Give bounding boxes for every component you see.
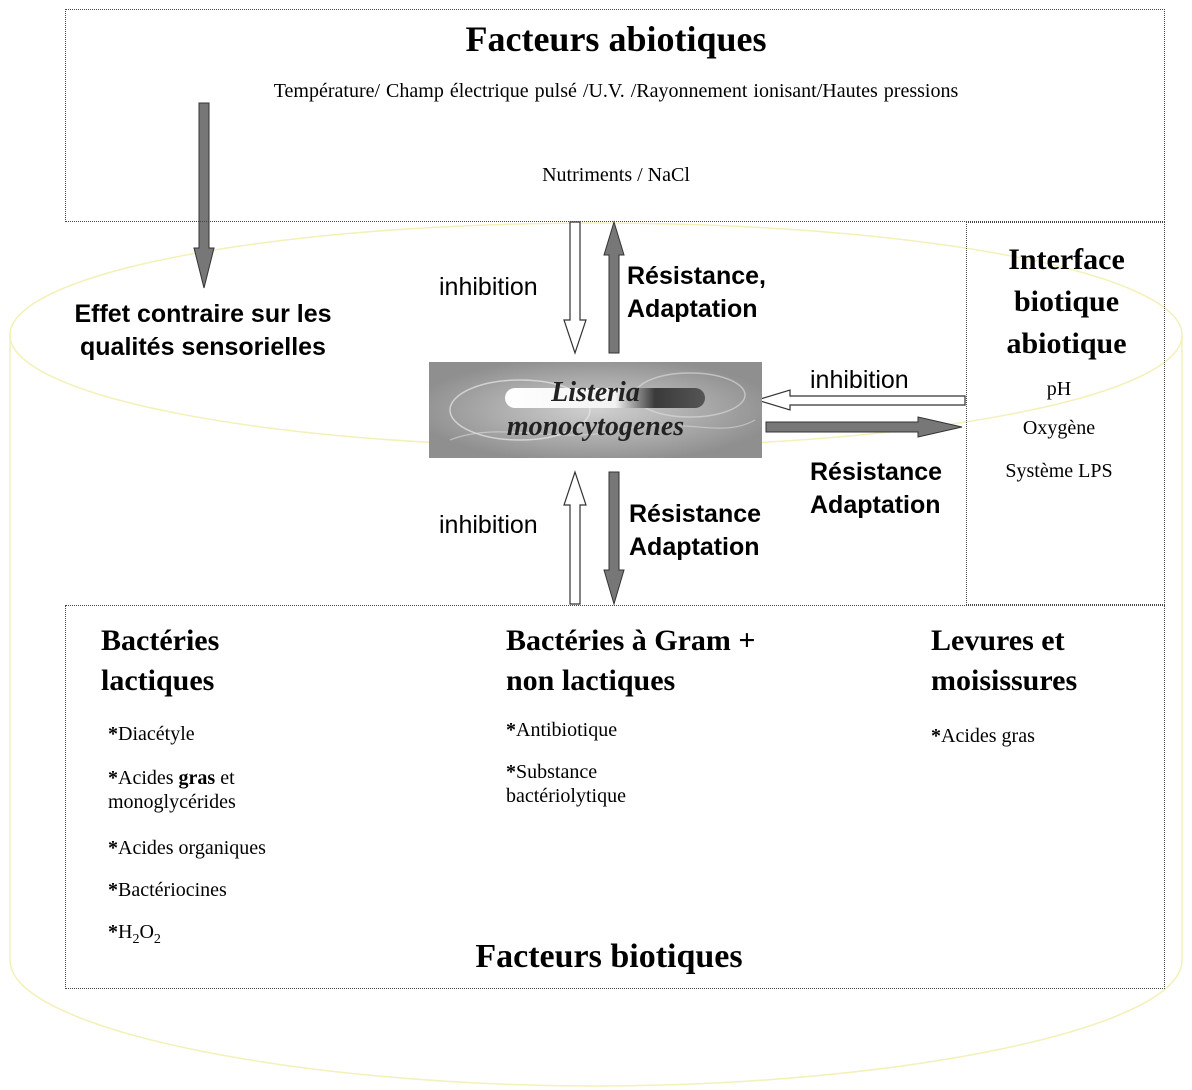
biotic-factors-box: Bactéries lactiques *Diacétyle *Acides g… xyxy=(65,605,1165,989)
listeria-genus: Listeria xyxy=(551,377,640,408)
yeast-item-fatty-acids: *Acides gras xyxy=(931,724,1035,748)
lactic-item-h2o2: *H2O2 xyxy=(108,920,161,952)
top-resistance-arrow xyxy=(603,220,625,354)
bullet-star: * xyxy=(108,767,118,789)
right-resistance-line-1: Résistance xyxy=(810,458,943,486)
interface-title: Interface biotique abiotique xyxy=(967,239,1166,365)
biotic-title: Facteurs biotiques xyxy=(475,938,743,975)
lactic-bacteria-title: Bactéries lactiques xyxy=(101,621,219,701)
interface-title-line-3: abiotique xyxy=(1006,327,1127,360)
interface-title-line-2: biotique xyxy=(1013,285,1120,318)
interface-title-line-1: Interface xyxy=(1008,243,1125,276)
item-text: Antibiotique xyxy=(516,719,618,741)
item-text: Acides gras xyxy=(941,725,1035,747)
bullet-star: * xyxy=(108,837,118,859)
top-resistance-label: Résistance, Adaptation xyxy=(627,260,766,326)
interface-item-oxygen: Oxygène xyxy=(1022,417,1096,439)
abiotic-factors-box: Facteurs abiotiques Température/ Champ é… xyxy=(65,9,1165,222)
item-text: Bactériocines xyxy=(118,879,227,901)
listeria-label: Listeria monocytogenes xyxy=(429,376,762,444)
listeria-species: monocytogenes xyxy=(506,411,685,442)
item-text: monoglycérides xyxy=(108,791,236,813)
item-text: bactériolytique xyxy=(506,785,626,807)
item-text: Diacétyle xyxy=(118,723,195,745)
bottom-resistance-label: Résistance Adaptation xyxy=(629,498,761,564)
abiotic-factors-line: Température/ Champ électrique pulsé /U.V… xyxy=(273,80,959,102)
gram-item-bacteriolytic: *Substance bactériolytique xyxy=(506,760,626,808)
bullet-star: * xyxy=(108,879,118,901)
yeast-title-line-2: moisissures xyxy=(931,664,1078,697)
bottom-inhibition-arrow xyxy=(563,470,587,605)
item-text: et xyxy=(215,767,235,789)
bullet-star: * xyxy=(108,723,118,745)
top-inhibition-label: inhibition xyxy=(439,273,538,301)
right-resistance-arrow xyxy=(765,416,963,438)
gram-title-line-2: non lactiques xyxy=(506,664,676,697)
right-resistance-label: Résistance Adaptation xyxy=(810,456,942,522)
bottom-resistance-arrow xyxy=(603,471,625,606)
gram-bacteria-title: Bactéries à Gram + non lactiques xyxy=(506,621,756,701)
bullet-star: * xyxy=(506,761,516,783)
nutrients-label: Nutriments / NaCl xyxy=(542,164,690,186)
yeast-title-line-1: Levures et xyxy=(931,624,1065,657)
side-effect-line-1: Effet contraire sur les xyxy=(74,300,332,328)
interface-item-lps: Système LPS xyxy=(1005,460,1113,482)
interface-item-ph: pH xyxy=(1046,378,1072,400)
subscript: 2 xyxy=(132,932,140,947)
gram-item-antibiotic: *Antibiotique xyxy=(506,718,617,742)
bullet-star: * xyxy=(931,725,941,747)
item-text: Acides organiques xyxy=(118,837,266,859)
lactic-title-line-1: Bactéries xyxy=(101,624,220,657)
top-inhibition-arrow xyxy=(563,221,587,355)
side-effect-label: Effet contraire sur les qualités sensori… xyxy=(38,298,368,364)
lactic-item-diacetyl: *Diacétyle xyxy=(108,722,195,746)
abiotic-effect-arrow xyxy=(193,102,215,289)
lactic-title-line-2: lactiques xyxy=(101,664,215,697)
item-text: O xyxy=(139,921,154,943)
bullet-star: * xyxy=(108,921,118,943)
listeria-image xyxy=(429,362,762,458)
abiotic-title: Facteurs abiotiques xyxy=(465,19,767,59)
lactic-item-fatty-acids: *Acides gras et monoglycérides xyxy=(108,766,236,814)
item-text: Substance xyxy=(516,761,598,783)
top-resistance-line-2: Adaptation xyxy=(627,295,758,323)
bottom-inhibition-label: inhibition xyxy=(439,511,538,539)
item-text-bold: gras xyxy=(178,767,216,789)
yeast-mold-title: Levures et moisissures xyxy=(931,621,1077,701)
bottom-resistance-line-2: Adaptation xyxy=(629,533,760,561)
lactic-item-organic-acids: *Acides organiques xyxy=(108,836,266,860)
right-resistance-line-2: Adaptation xyxy=(810,491,941,519)
bullet-star: * xyxy=(506,719,516,741)
bottom-resistance-line-1: Résistance xyxy=(629,500,762,528)
right-inhibition-arrow xyxy=(754,389,966,411)
top-resistance-line-1: Résistance, xyxy=(627,262,766,290)
gram-title-line-1: Bactéries à Gram + xyxy=(506,624,756,657)
right-inhibition-label: inhibition xyxy=(810,366,909,394)
interface-box: Interface biotique abiotique pH Oxygène … xyxy=(966,222,1165,605)
lactic-item-bacteriocins: *Bactériocines xyxy=(108,878,227,902)
item-text: Acides xyxy=(118,767,179,789)
side-effect-line-2: qualités sensorielles xyxy=(80,333,326,361)
subscript: 2 xyxy=(153,932,161,947)
item-text: H xyxy=(118,921,133,943)
